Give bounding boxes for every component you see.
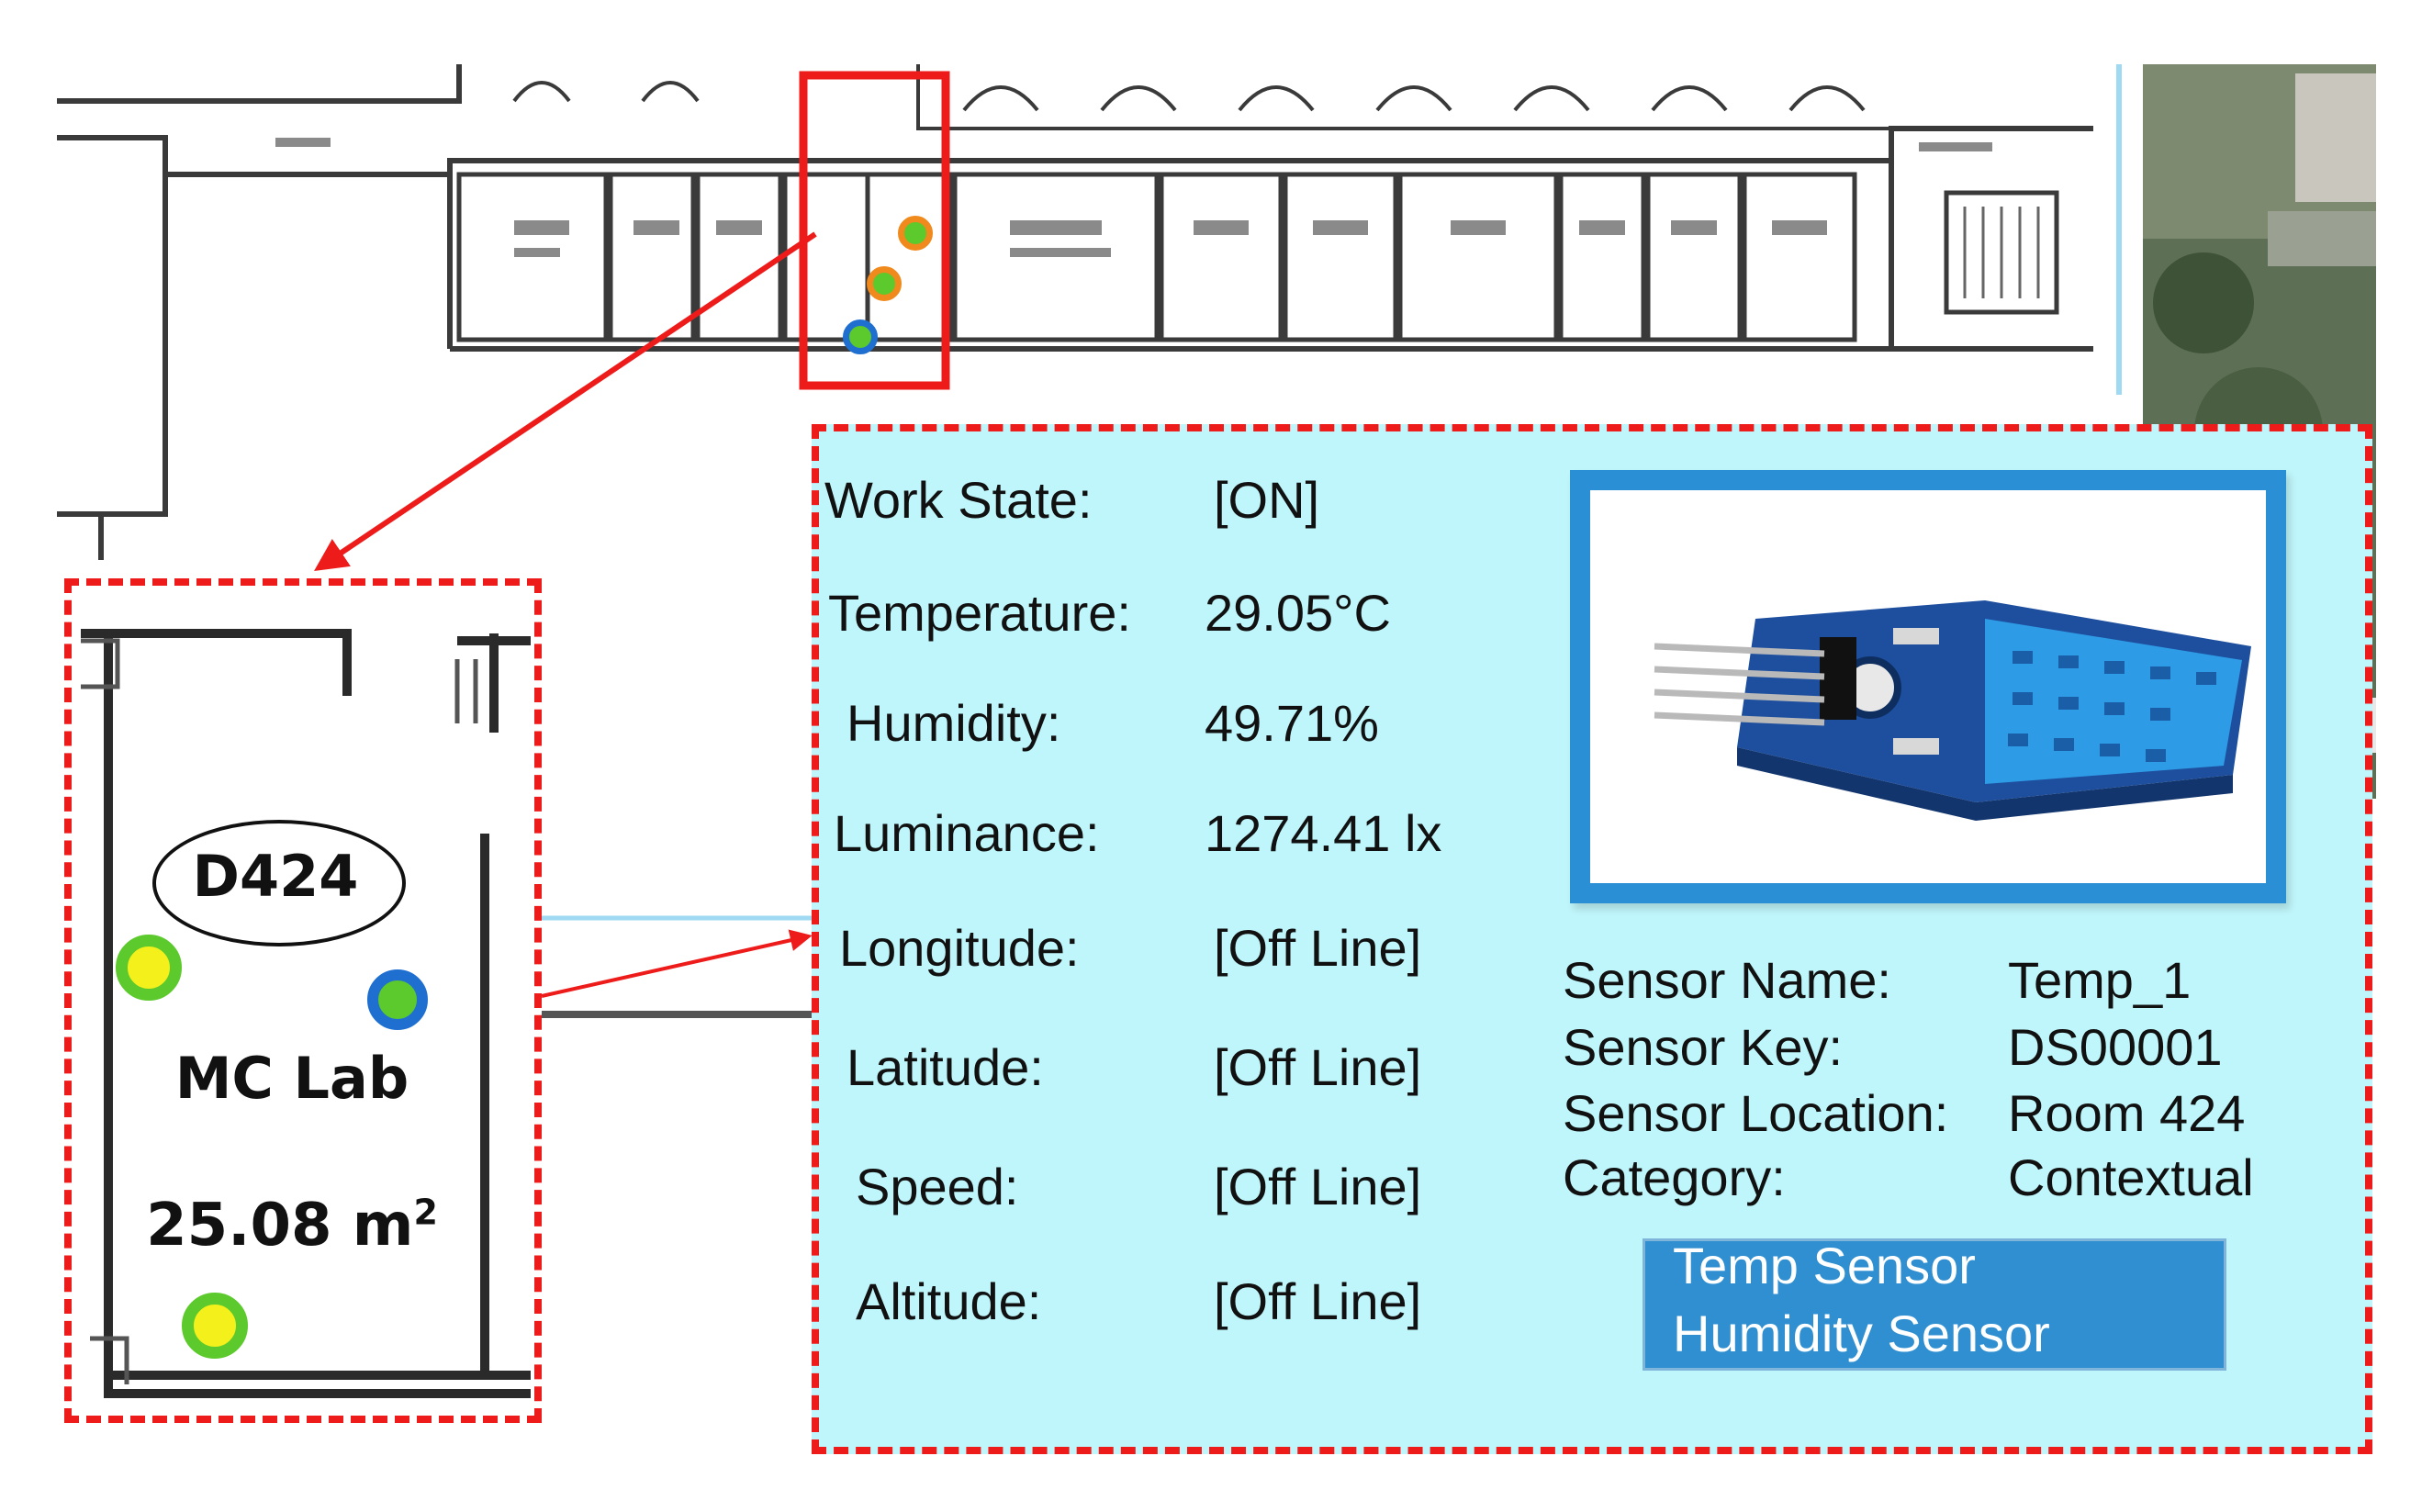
- room-sensor-marker[interactable]: [116, 935, 182, 1001]
- info-label: Sensor Location:: [1563, 1084, 1949, 1142]
- room-code: D424: [192, 843, 359, 910]
- info-label: Sensor Name:: [1563, 951, 1891, 1009]
- reading-label: Temperature:: [828, 584, 1131, 642]
- room-sensor-marker[interactable]: [182, 1293, 248, 1359]
- sensor-type-item[interactable]: Humidity Sensor: [1673, 1305, 2050, 1362]
- sensor-photo-frame: [1570, 470, 2286, 903]
- room-walls: [81, 629, 531, 1398]
- reading-label: Humidity:: [847, 694, 1061, 752]
- room-zoom-panel: D424 MC Lab 25.08 m2: [64, 578, 542, 1423]
- plan-sensor-marker[interactable]: [898, 216, 933, 251]
- room-highlight-box: [799, 71, 950, 390]
- reading-label: Altitude:: [856, 1272, 1042, 1330]
- info-value: Temp_1: [2008, 951, 2192, 1009]
- plan-sensor-marker[interactable]: [867, 266, 902, 301]
- reading-value: [ON]: [1214, 471, 1320, 529]
- reading-value: [Off Line]: [1214, 1158, 1422, 1215]
- info-label: Sensor Key:: [1563, 1018, 1844, 1076]
- room-name: MC Lab: [174, 1045, 409, 1112]
- room-area: 25.08 m2: [127, 1192, 457, 1260]
- room-area-unit: 2: [413, 1192, 438, 1233]
- reading-value: 49.71%: [1205, 694, 1379, 752]
- reading-label: Speed:: [856, 1158, 1019, 1215]
- reading-value: [Off Line]: [1214, 919, 1422, 977]
- sensor-photo: [1590, 490, 2266, 883]
- info-label: Category:: [1563, 1148, 1786, 1206]
- info-value: Room 424: [2008, 1084, 2246, 1142]
- reading-value: 1274.41 lx: [1205, 804, 1442, 862]
- reading-label: Longitude:: [839, 919, 1080, 977]
- reading-label: Latitude:: [847, 1038, 1044, 1096]
- room-code-badge: [152, 820, 406, 946]
- reading-value: [Off Line]: [1214, 1272, 1422, 1330]
- room-sensor-marker[interactable]: [367, 969, 428, 1030]
- room-area-value: 25.08 m: [146, 1192, 414, 1260]
- sensor-type-item[interactable]: Temp Sensor: [1673, 1237, 1976, 1294]
- reading-value: 29.05°C: [1205, 584, 1391, 642]
- sensor-type-list[interactable]: Temp Sensor Humidity Sensor: [1645, 1237, 2224, 1368]
- sensor-module-image: [1654, 600, 2251, 821]
- reading-label: Luminance:: [834, 804, 1100, 862]
- plan-sensor-marker[interactable]: [843, 319, 878, 354]
- detail-arrow: [541, 929, 813, 998]
- zoom-arrow: [314, 231, 817, 572]
- reading-label: Work State:: [824, 471, 1093, 529]
- sensor-info-panel: Work State: [ON] Temperature: 29.05°C Humidi…: [812, 424, 2372, 1454]
- reading-value: [Off Line]: [1214, 1038, 1422, 1096]
- info-value: DS00001: [2008, 1018, 2223, 1076]
- info-value: Contextual: [2008, 1148, 2254, 1206]
